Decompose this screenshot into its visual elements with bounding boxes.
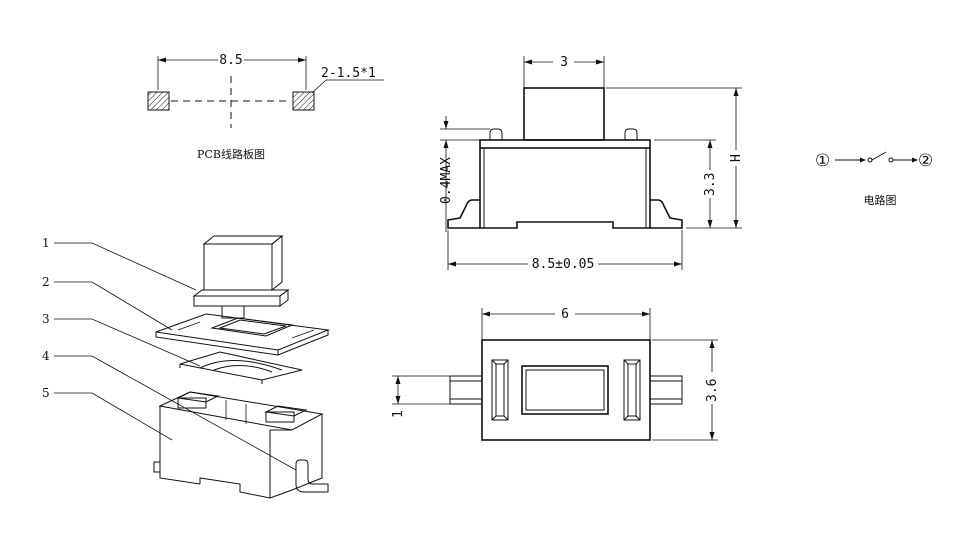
exploded-view: 1 2 3 4 5 [42,234,330,499]
plunger [523,87,605,141]
part-label-3: 3 [42,312,50,326]
pcb-pad-right [292,91,315,111]
clearance-label: 0.4MAX [439,157,454,204]
pin1-label: ① [815,151,830,171]
pin2-label: ② [918,151,933,171]
switch-cover [479,139,651,149]
part-actuator [192,234,290,319]
pcb-width-label: 8.5 [219,53,242,68]
lead-label: 1 [391,410,406,418]
top-body [481,339,651,441]
part-label-1: 1 [42,236,50,250]
part-plate [155,313,330,356]
part-dome [179,351,303,384]
top-plunger [521,365,609,415]
part-label-4: 4 [42,349,50,363]
circuit-caption: 电路图 [864,194,897,207]
part-housing [153,391,329,499]
body-height-label: 3.3 [703,173,718,196]
top-view: 6 3.6 [391,307,720,441]
pcb-layout: 8.5 2-1.5*1 PCB线路板图 [147,53,384,161]
part-label-5: 5 [42,386,50,400]
front-view: 3 0.4MAX 3.3 H [439,55,744,272]
part-label-2: 2 [42,275,50,289]
total-height-label: H [729,154,744,162]
span-label: 8.5±0.05 [532,257,595,272]
pcb-pad-label: 2-1.5*1 [321,66,376,81]
circuit-symbol: ① ② 电路图 [815,151,933,207]
depth-label: 3.6 [705,379,720,402]
pcb-pad-left [147,91,170,111]
front-width-label: 3 [560,55,568,70]
top-width-label: 6 [561,307,569,322]
pcb-caption: PCB线路板图 [197,147,265,161]
